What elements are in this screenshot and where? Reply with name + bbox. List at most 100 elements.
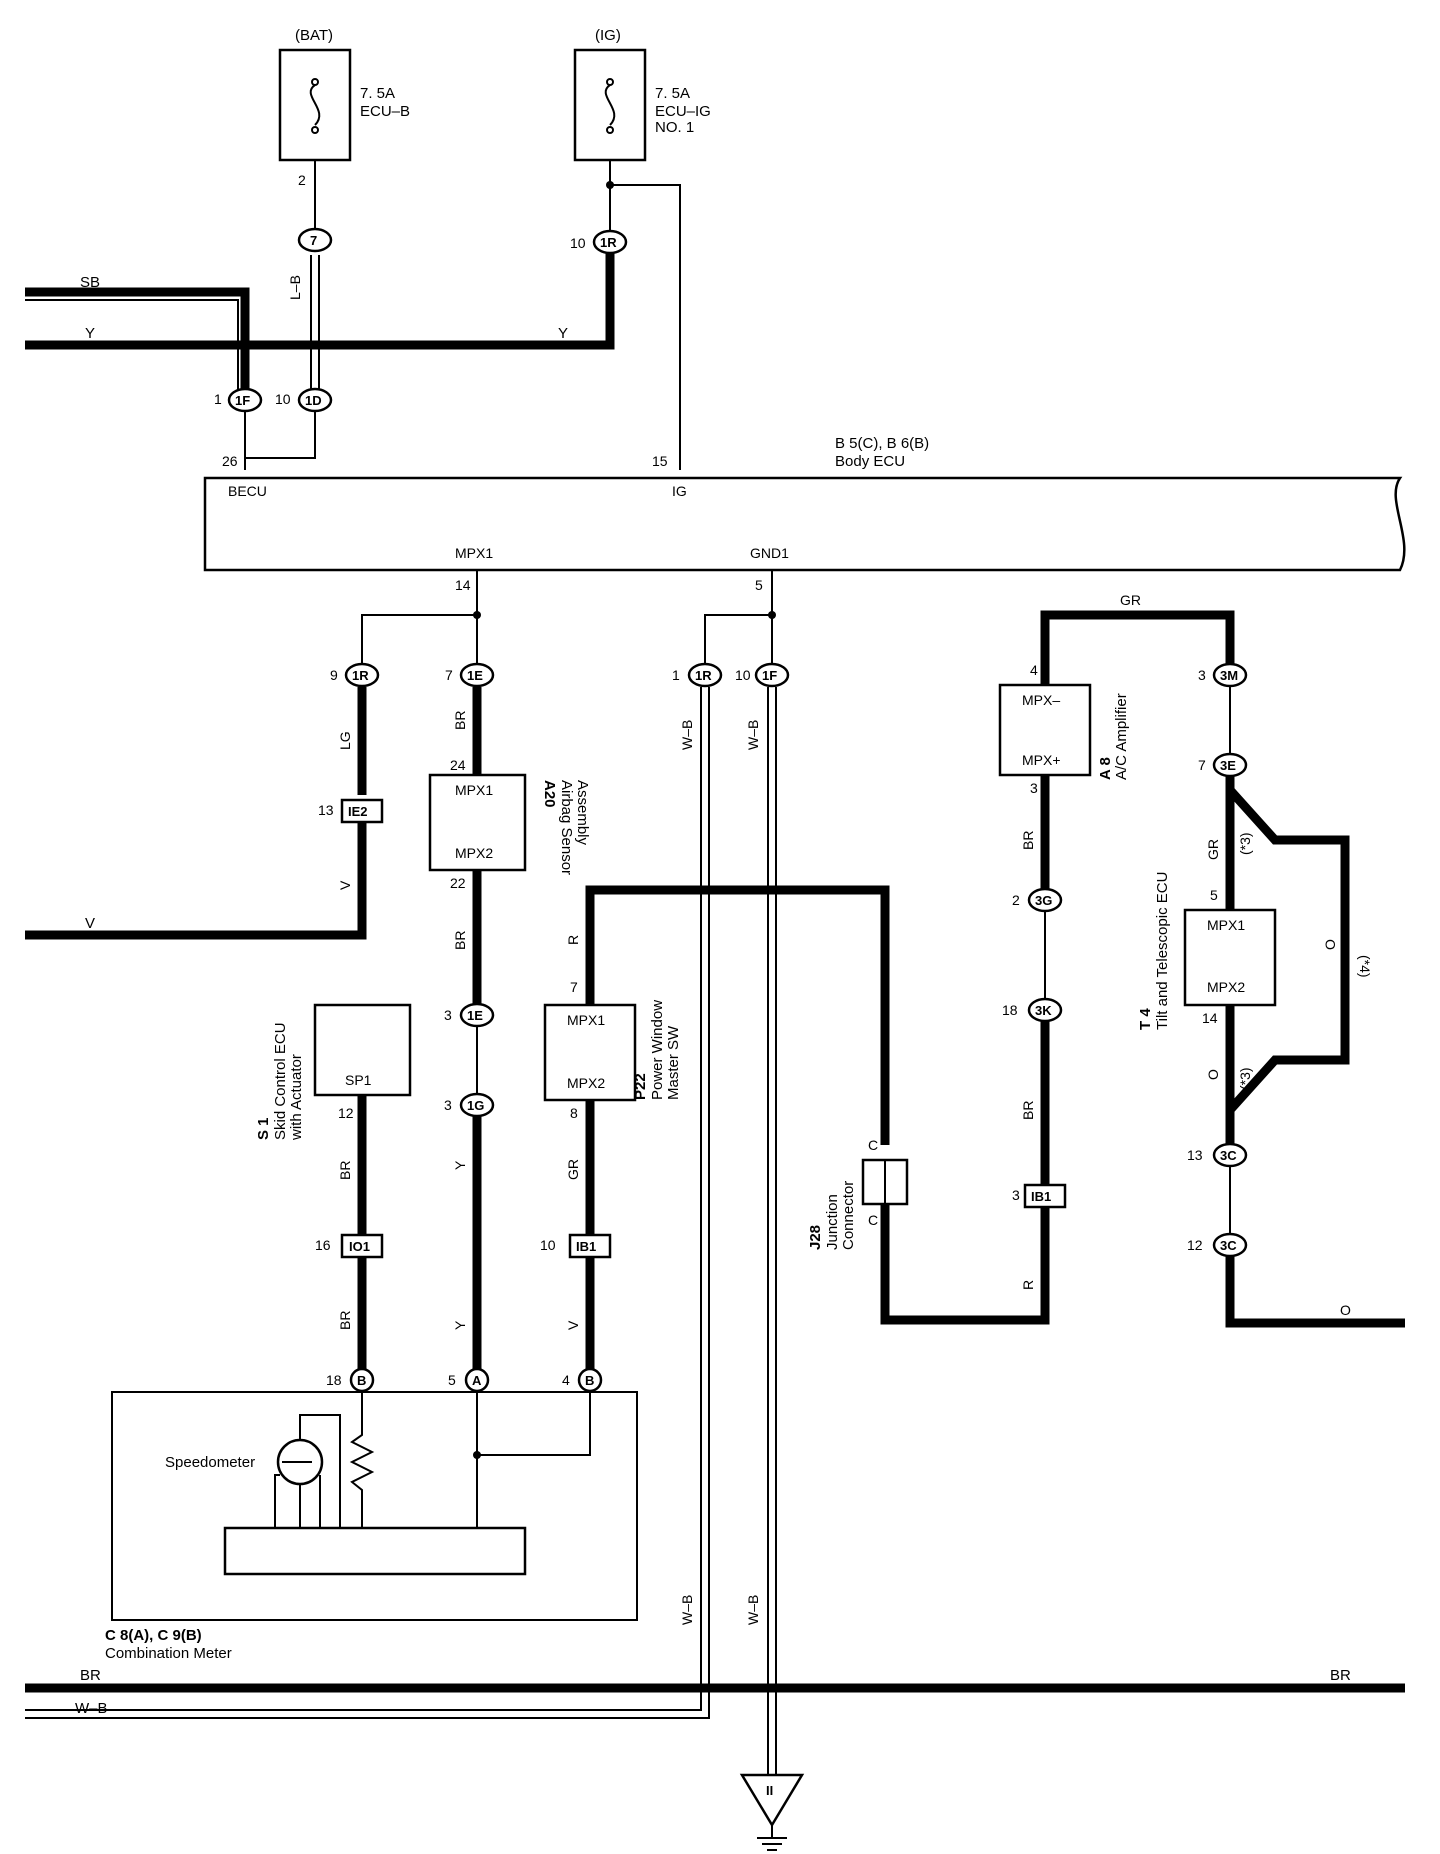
svg-text:3G: 3G bbox=[1035, 893, 1052, 908]
svg-text:BR: BR bbox=[337, 1161, 353, 1180]
svg-text:(*3): (*3) bbox=[1237, 832, 1253, 855]
svg-text:10: 10 bbox=[570, 235, 586, 251]
svg-text:MPX1: MPX1 bbox=[455, 782, 493, 798]
svg-text:7: 7 bbox=[445, 667, 453, 683]
tilt-telescopic-ecu: MPX1 MPX2 T 4 Tilt and Telescopic ECU bbox=[1137, 872, 1277, 1030]
svg-text:7: 7 bbox=[310, 233, 317, 248]
connector-1G: 1G bbox=[459, 1092, 495, 1118]
svg-text:BECU: BECU bbox=[228, 483, 267, 499]
svg-text:GR: GR bbox=[1205, 839, 1221, 860]
svg-text:1: 1 bbox=[672, 667, 680, 683]
svg-text:GND1: GND1 bbox=[750, 545, 789, 561]
svg-text:Connector: Connector bbox=[840, 1181, 857, 1250]
svg-text:Master SW: Master SW bbox=[665, 1025, 682, 1100]
fuse-ig-source: (IG) bbox=[595, 27, 621, 44]
svg-text:W–B: W–B bbox=[745, 1595, 761, 1625]
ground-symbol: II bbox=[739, 1773, 805, 1851]
svg-text:16: 16 bbox=[315, 1237, 331, 1253]
connector-1F-b: 1F bbox=[754, 662, 790, 688]
svg-text:13: 13 bbox=[318, 802, 334, 818]
svg-text:2: 2 bbox=[1012, 892, 1020, 908]
svg-text:(*3): (*3) bbox=[1237, 1067, 1253, 1090]
junction-IB1-a: IB1 bbox=[568, 1233, 612, 1259]
svg-text:W–B: W–B bbox=[75, 1700, 108, 1717]
svg-text:MPX1: MPX1 bbox=[567, 1012, 605, 1028]
svg-text:LG: LG bbox=[337, 731, 353, 750]
svg-text:13: 13 bbox=[1187, 1147, 1203, 1163]
svg-text:BR: BR bbox=[452, 931, 468, 950]
svg-text:5: 5 bbox=[448, 1372, 456, 1388]
fuse-bat-icon bbox=[309, 84, 321, 126]
svg-text:IG: IG bbox=[672, 483, 687, 499]
svg-text:GR: GR bbox=[1120, 592, 1141, 608]
fuse-bat: (BAT) 7. 5A ECU–B bbox=[278, 27, 410, 162]
svg-text:Assembly: Assembly bbox=[574, 780, 591, 846]
svg-text:A/C Amplifier: A/C Amplifier bbox=[1113, 693, 1130, 780]
svg-text:1F: 1F bbox=[235, 393, 250, 408]
svg-text:8: 8 bbox=[570, 1105, 578, 1121]
svg-text:1F: 1F bbox=[762, 668, 777, 683]
svg-text:3E: 3E bbox=[1220, 758, 1236, 773]
svg-text:24: 24 bbox=[450, 757, 466, 773]
connector-1E-b: 1E bbox=[459, 1002, 495, 1028]
svg-text:Junction: Junction bbox=[824, 1194, 841, 1250]
svg-text:with Actuator: with Actuator bbox=[288, 1054, 305, 1141]
svg-text:12: 12 bbox=[1187, 1237, 1203, 1253]
svg-text:Y: Y bbox=[452, 1320, 468, 1330]
svg-text:2: 2 bbox=[298, 172, 306, 188]
svg-text:5: 5 bbox=[1210, 887, 1218, 903]
svg-text:S 1: S 1 bbox=[255, 1117, 272, 1140]
connector-3C-a: 3C bbox=[1212, 1142, 1248, 1168]
svg-text:II: II bbox=[766, 1783, 773, 1798]
svg-text:Y: Y bbox=[85, 325, 95, 342]
connector-1F-top: 1F bbox=[227, 387, 263, 413]
svg-text:1: 1 bbox=[214, 391, 222, 407]
svg-text:15: 15 bbox=[652, 453, 668, 469]
svg-text:3: 3 bbox=[444, 1007, 452, 1023]
svg-text:18: 18 bbox=[326, 1372, 342, 1388]
svg-text:Y: Y bbox=[558, 325, 568, 342]
connector-1D: 1D bbox=[297, 387, 333, 413]
svg-text:IB1: IB1 bbox=[576, 1239, 596, 1254]
svg-text:3C: 3C bbox=[1220, 1148, 1237, 1163]
speedometer-label: Speedometer bbox=[165, 1454, 255, 1471]
junction-IO1: IO1 bbox=[340, 1233, 384, 1259]
svg-text:MPX2: MPX2 bbox=[567, 1075, 605, 1091]
combination-meter-name: Combination Meter bbox=[105, 1645, 232, 1662]
combination-meter-code: C 8(A), C 9(B) bbox=[105, 1627, 202, 1644]
svg-text:GR: GR bbox=[565, 1159, 581, 1180]
svg-text:IE2: IE2 bbox=[348, 804, 368, 819]
fuse-bat-name: ECU–B bbox=[360, 103, 410, 120]
svg-text:26: 26 bbox=[222, 453, 238, 469]
svg-text:MPX1: MPX1 bbox=[455, 545, 493, 561]
svg-text:9: 9 bbox=[330, 667, 338, 683]
svg-text:MPX2: MPX2 bbox=[455, 845, 493, 861]
svg-text:O: O bbox=[1322, 939, 1338, 950]
power-window-master-sw: MPX1 MPX2 P22 Power Window Master SW bbox=[543, 1000, 682, 1102]
svg-text:1R: 1R bbox=[600, 235, 617, 250]
svg-text:BR: BR bbox=[337, 1311, 353, 1330]
svg-text:(*4): (*4) bbox=[1357, 955, 1373, 978]
svg-text:BR: BR bbox=[1330, 1667, 1351, 1684]
svg-text:BR: BR bbox=[452, 711, 468, 730]
svg-text:7: 7 bbox=[570, 979, 578, 995]
svg-text:Tilt and Telescopic ECU: Tilt and Telescopic ECU bbox=[1154, 872, 1171, 1030]
svg-text:3: 3 bbox=[1198, 667, 1206, 683]
connector-B2-meter: B bbox=[577, 1367, 603, 1393]
svg-text:10: 10 bbox=[735, 667, 751, 683]
body-ecu: B 5(C), B 6(B) Body ECU BECU IG MPX1 GND… bbox=[203, 435, 1406, 572]
junction-connector-J28: C C J28 Junction Connector bbox=[807, 1137, 909, 1250]
connector-1R-a: 1R bbox=[344, 662, 380, 688]
svg-text:L–B: L–B bbox=[287, 275, 303, 300]
svg-text:3C: 3C bbox=[1220, 1238, 1237, 1253]
svg-text:R: R bbox=[565, 935, 581, 945]
svg-text:V: V bbox=[565, 1320, 581, 1330]
svg-text:W–B: W–B bbox=[679, 1595, 695, 1625]
svg-text:BR: BR bbox=[1020, 1101, 1036, 1120]
svg-text:1R: 1R bbox=[352, 668, 369, 683]
svg-text:B: B bbox=[357, 1373, 366, 1388]
body-ecu-code: B 5(C), B 6(B) bbox=[835, 435, 929, 452]
svg-text:MPX+: MPX+ bbox=[1022, 752, 1061, 768]
svg-text:1D: 1D bbox=[305, 393, 322, 408]
